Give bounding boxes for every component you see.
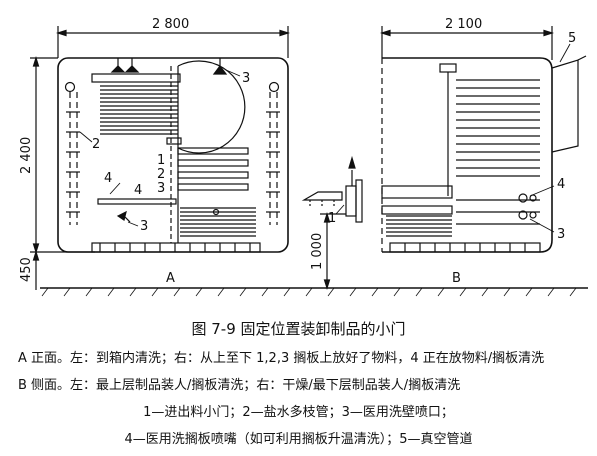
a-callout-2: 2 — [92, 137, 100, 152]
side-shelf-stack-lower — [386, 199, 540, 237]
b-callout-5: 5 — [568, 31, 576, 46]
door-swing-arc — [177, 60, 246, 154]
shelf-4-loading — [97, 198, 177, 205]
nozzle-bottom-icon — [116, 210, 131, 223]
b-callout-3: 3 — [557, 227, 565, 242]
a-callout-1: 1 — [157, 153, 165, 168]
side-nozzle-3-icon — [518, 210, 555, 233]
view-a-label: A — [166, 271, 175, 286]
a-callout-4-left: 4 — [104, 171, 112, 186]
dimension-height — [30, 55, 95, 290]
cabinet-front — [57, 57, 289, 253]
cabinet-front-plinth — [91, 242, 261, 253]
shelf-stack-top — [91, 73, 181, 135]
vacuum-pipe — [551, 43, 587, 153]
dimension-width-a — [55, 26, 291, 58]
label-width-a: 2 800 — [152, 17, 189, 32]
manifold-left — [64, 81, 80, 225]
nozzle-top-left-icon — [110, 58, 140, 73]
label-base: 450 — [19, 257, 34, 282]
dimension-door-height — [320, 211, 346, 291]
label-width-b: 2 100 — [445, 17, 482, 32]
side-door-band — [381, 185, 453, 215]
caption-legend-2: 4—医用洗搁板喷嘴（如可利用搁板升温清洗）；5—真空管道 — [124, 432, 473, 447]
side-shelf-stack-upper — [439, 63, 540, 196]
side-nozzle-4-icon — [518, 185, 555, 203]
loading-door — [335, 155, 363, 223]
figure-caption-title: 图 7-9 固定位置装卸制品的小门 — [191, 320, 406, 338]
dimension-width-b — [379, 26, 555, 60]
manifold-right — [266, 81, 280, 225]
a-callout-4-mid: 4 — [134, 183, 142, 198]
label-door-height: 1 000 — [310, 233, 325, 270]
shelf-stack-right — [177, 147, 256, 237]
caption-view-a: A 正面。左：到箱内清洗；右：从上至下 1,2,3 搁板上放好了物料，4 正在放… — [18, 351, 545, 366]
a-callout-3-top: 3 — [242, 71, 250, 86]
a-callout-3-shelf: 3 — [157, 181, 165, 196]
b-callout-1: 1 — [328, 211, 336, 226]
a-callout-2-shelf: 2 — [157, 167, 165, 182]
caption-legend-1: 1—进出料小门；2—盐水多枝管；3—医用洗壁喷口； — [143, 405, 454, 420]
a-callout-3-bottom: 3 — [140, 219, 148, 234]
cabinet-side-plinth — [389, 242, 541, 253]
loading-tray — [301, 191, 343, 206]
nozzle-top-right-icon — [212, 58, 228, 75]
b-callout-4: 4 — [557, 177, 565, 192]
ground-hatch — [41, 287, 577, 297]
view-b-label: B — [452, 271, 461, 286]
technical-drawing: 2 800 2 100 2 400 450 1 000 A B 3 2 1 2 … — [19, 17, 588, 297]
cabinet-side — [382, 57, 553, 253]
label-height: 2 400 — [19, 137, 34, 174]
caption-view-b: B 侧面。左：最上层制品装人/搁板清洗；右：干燥/最下层制品装人/搁板清洗 — [18, 378, 461, 393]
